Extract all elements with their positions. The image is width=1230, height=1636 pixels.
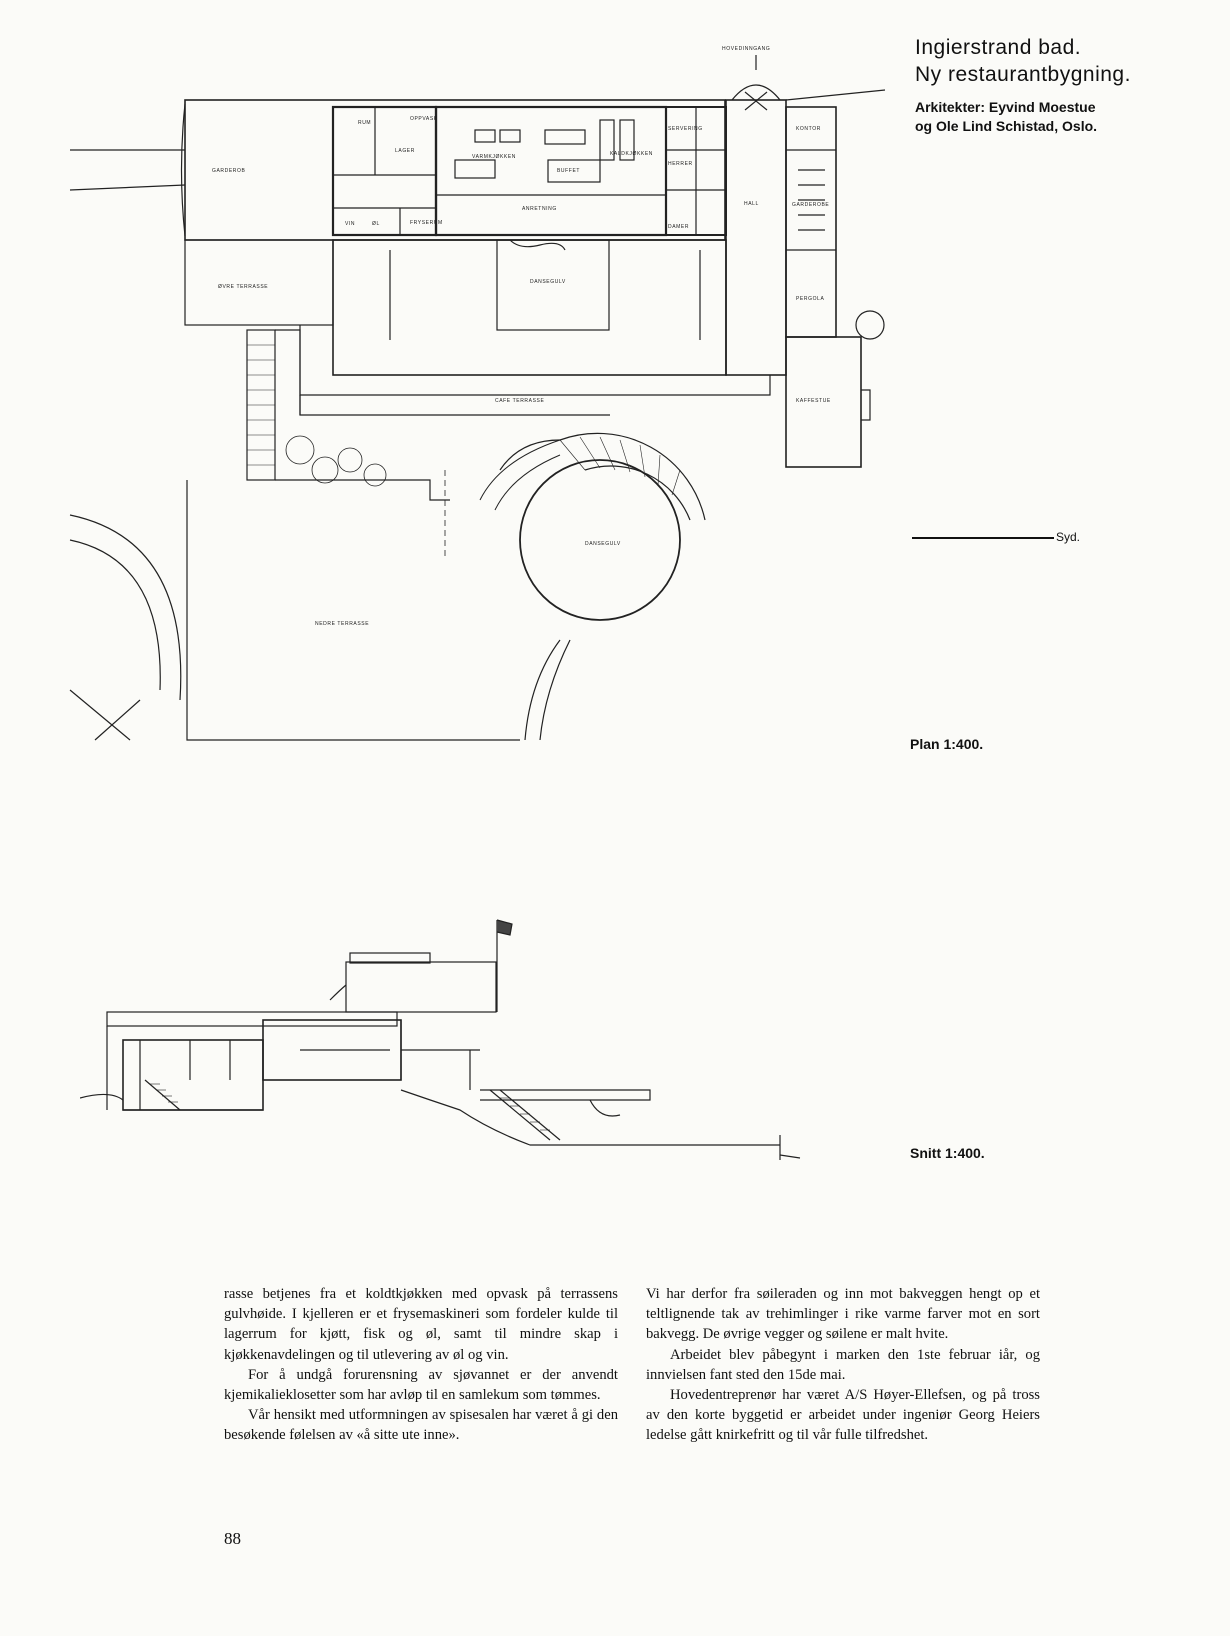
title-block: Ingierstrand bad. Ny restaurantbygning. … (915, 34, 1215, 136)
room-label-kontor: KONTOR (796, 126, 821, 132)
room-label-dansegulv-round: DANSEGULV (585, 541, 621, 547)
room-label-ol: ØL (372, 221, 380, 227)
room-label-fryserum: FRYSERUM (410, 220, 443, 226)
text-column-1: rasse betjenes fra et koldtkjøkken med o… (224, 1284, 618, 1446)
room-label-cafe-terrasse: CAFE TERRASSE (495, 398, 544, 404)
room-label-dansegulv-top: DANSEGULV (530, 279, 566, 285)
room-label-damer: DAMER (668, 224, 689, 230)
room-label-rum: RUM (358, 120, 371, 126)
room-label-oppvask: OPPVASK (410, 116, 438, 122)
room-label-anretning: ANRETNING (522, 206, 557, 212)
page-title: Ingierstrand bad. (915, 36, 1082, 59)
body-text: rasse betjenes fra et koldtkjøkken med o… (224, 1284, 1040, 1446)
room-label-nedre-terrasse: NEDRE TERRASSE (315, 621, 369, 627)
south-orientation-marker: Syd. (912, 530, 1082, 546)
section-caption: Snitt 1:400. (910, 1145, 985, 1161)
room-label-kaffestue: KAFFESTUE (796, 398, 831, 404)
section-drawing (80, 919, 801, 1160)
paragraph: Vår hensikt med utformningen av spisesal… (224, 1407, 618, 1444)
paragraph: rasse betjenes fra et koldtkjøkken med o… (224, 1286, 618, 1363)
room-label-pergola: PERGOLA (796, 296, 824, 302)
architects-line-1: Arkitekter: Eyvind Moestue (915, 99, 1096, 115)
room-label-garderob: GARDEROB (212, 168, 245, 174)
south-line (912, 537, 1054, 539)
room-label-lager: LAGER (395, 148, 415, 154)
room-label-buffet: BUFFET (557, 168, 580, 174)
room-label-hall: HALL (744, 201, 759, 207)
room-label-kaldkjokken: KALDKJØKKEN (610, 151, 653, 157)
architects-line-2: og Ole Lind Schistad, Oslo. (915, 118, 1098, 134)
paragraph: For å undgå forurensning av sjøvannet er… (224, 1366, 618, 1404)
room-label-garderobe: GARDEROBE (792, 202, 829, 208)
room-label-herrer: HERRER (668, 161, 693, 167)
paragraph: Hovedentreprenør har været A/S Høyer-Ell… (646, 1387, 1040, 1444)
room-label-servering: SERVERING (668, 126, 703, 132)
room-label-vin: VIN (345, 221, 355, 227)
room-label-varmkjokken: VARMKJØKKEN (472, 154, 516, 160)
page-number: 88 (224, 1529, 241, 1548)
paragraph: Arbeidet blev påbegynt i marken den 1ste… (646, 1346, 1040, 1383)
room-label-ovre-terrasse: ØVRE TERRASSE (218, 284, 268, 290)
paragraph: Vi har derfor fra søileraden og inn mot … (646, 1286, 1040, 1343)
room-label-entrance: HOVEDINNGANG (722, 46, 770, 52)
page-subtitle: Ny restaurantbygning. (915, 63, 1131, 86)
floor-plan-drawing: HOVEDINNGANG GARDEROB RUM OPPVASK LAGER … (69, 46, 886, 741)
text-column-2: Vi har derfor fra søileraden og inn mot … (646, 1284, 1040, 1446)
plan-caption: Plan 1:400. (910, 736, 984, 752)
south-label: Syd. (1056, 530, 1081, 544)
